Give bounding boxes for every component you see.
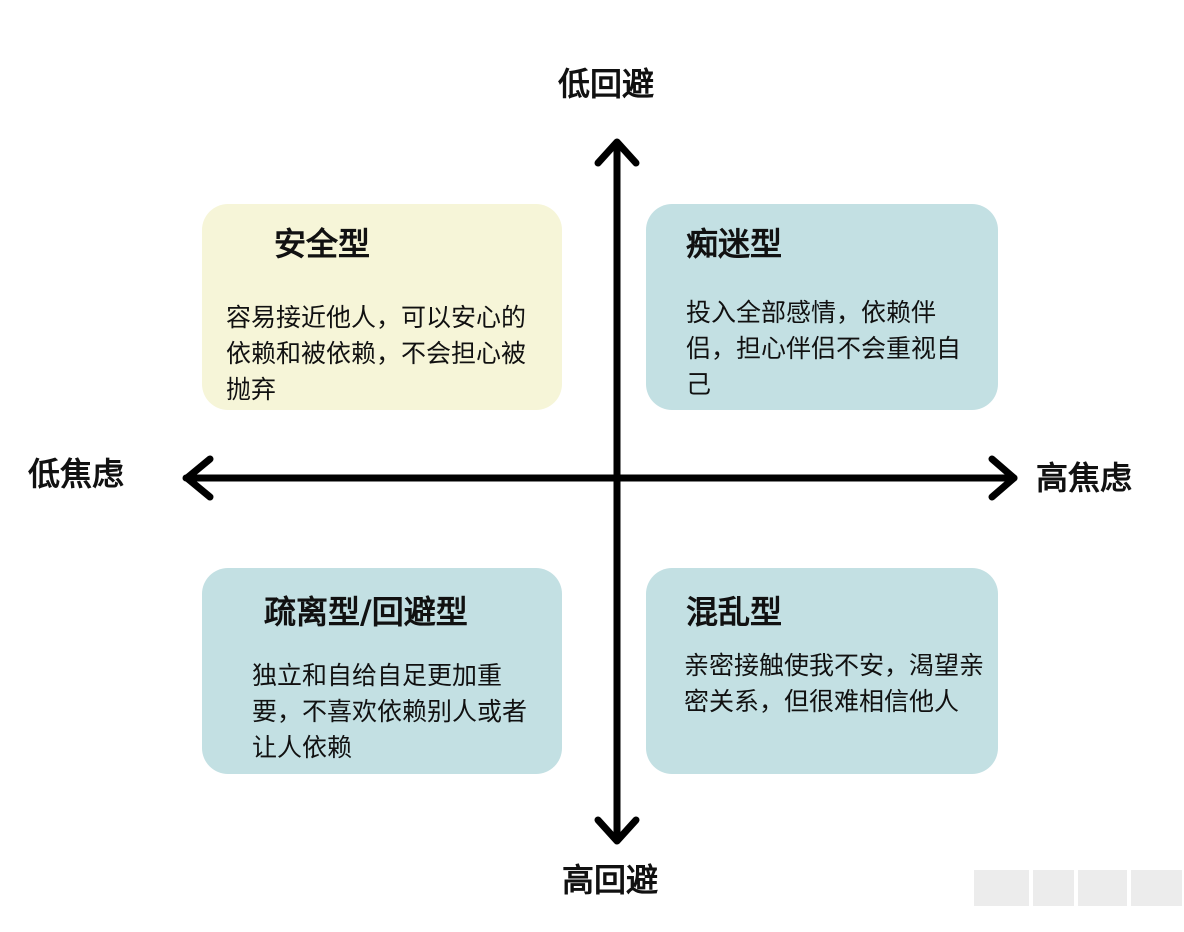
quadrant-title: 痴迷型: [686, 225, 783, 263]
quadrant-title: 疏离型/回避型: [264, 593, 468, 631]
arrow-up-icon: [594, 138, 640, 167]
blurred-watermark: [974, 870, 1182, 906]
quadrant-anxious: 痴迷型 投入全部感情，依赖伴侣，担心伴侣不会重视自己: [646, 204, 998, 410]
quadrant-description: 独立和自给自足更加重要，不喜欢依赖别人或者让人依赖: [252, 661, 528, 762]
axis-label-high-anxiety: 高焦虑: [1036, 459, 1133, 497]
axis-label-high-avoidance: 高回避: [562, 861, 659, 899]
quadrant-description: 亲密接触使我不安，渴望亲密关系，但很难相信他人: [684, 651, 985, 716]
arrow-right-icon: [988, 455, 1018, 501]
quadrant-title: 混乱型: [686, 593, 783, 631]
arrow-down-icon: [594, 816, 640, 845]
axis-label-low-avoidance: 低回避: [558, 65, 655, 103]
quadrant-secure: 安全型 容易接近他人，可以安心的依赖和被依赖，不会担心被抛弃: [202, 204, 562, 410]
quadrant-description: 投入全部感情，依赖伴侣，担心伴侣不会重视自己: [686, 298, 962, 399]
arrow-left-icon: [183, 455, 214, 501]
quadrant-avoidant: 疏离型/回避型 独立和自给自足更加重要，不喜欢依赖别人或者让人依赖: [202, 568, 562, 774]
quadrant-title: 安全型: [274, 225, 371, 263]
axis-label-low-anxiety: 低焦虑: [28, 455, 125, 493]
quadrant-disorganized: 混乱型 亲密接触使我不安，渴望亲密关系，但很难相信他人: [646, 568, 998, 774]
quadrant-description: 容易接近他人，可以安心的依赖和被依赖，不会担心被抛弃: [226, 303, 527, 404]
